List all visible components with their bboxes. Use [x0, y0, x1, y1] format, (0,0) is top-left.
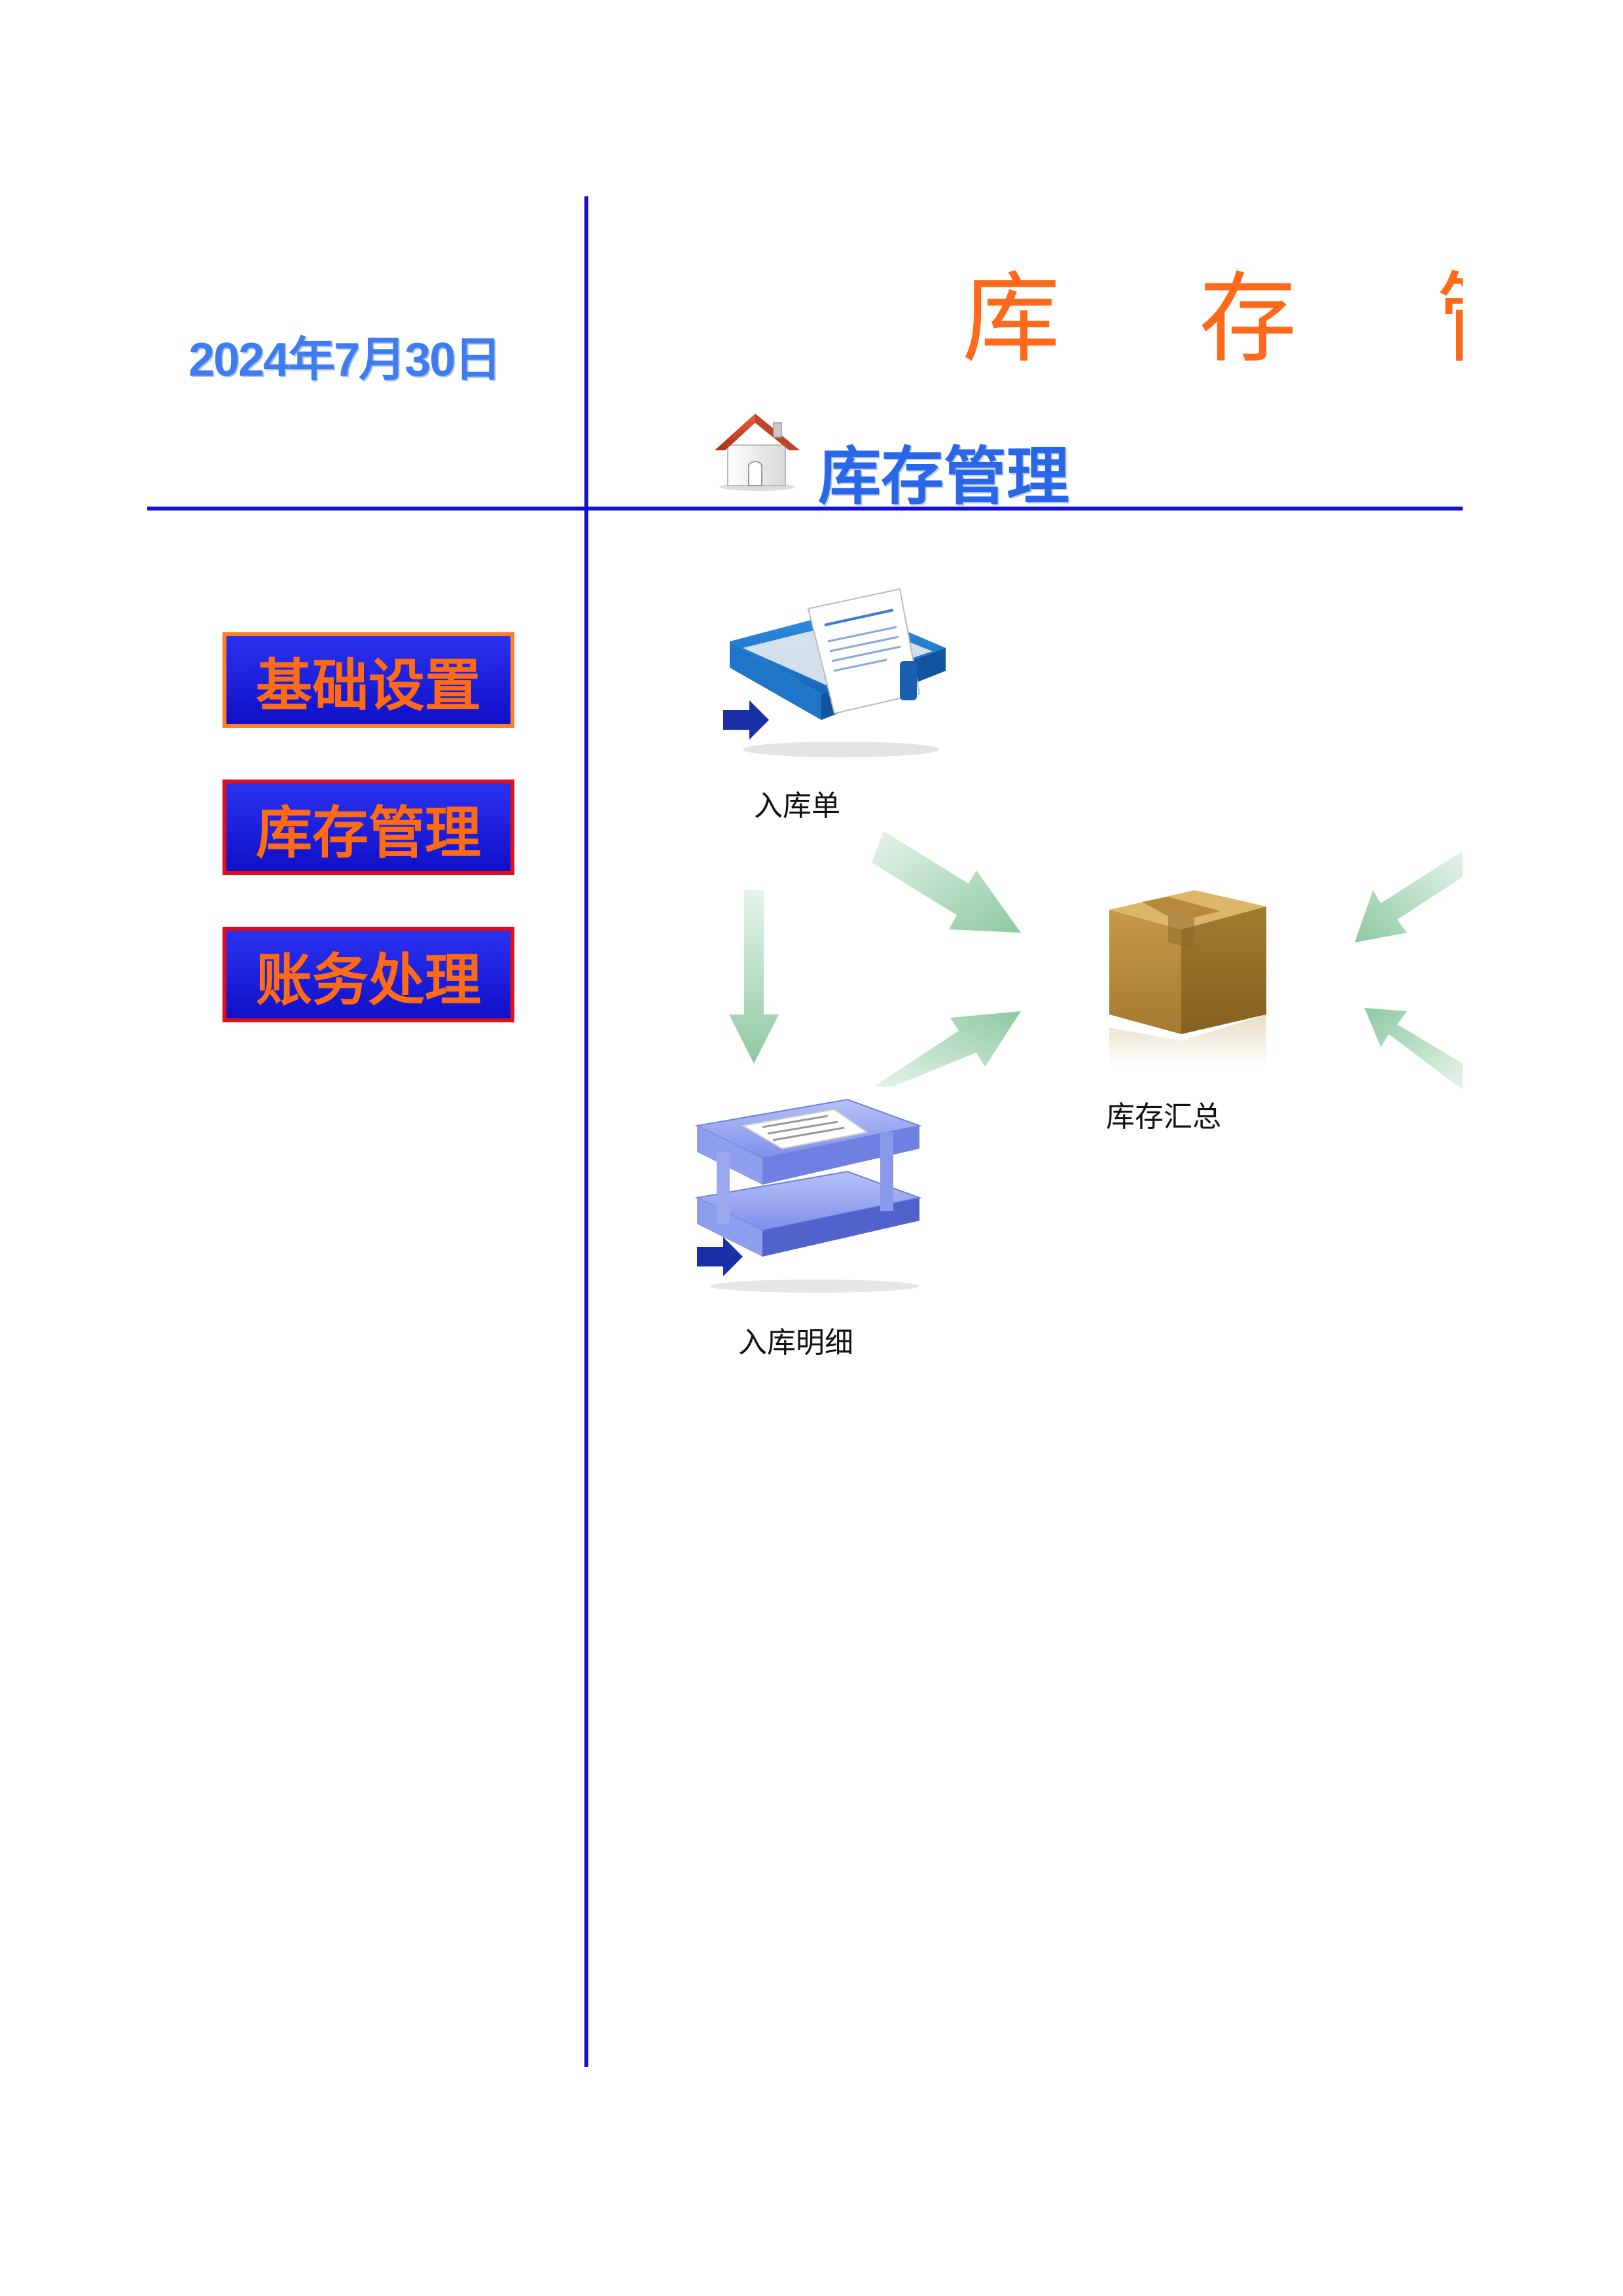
- nav-button-basic-settings[interactable]: 基础设置: [223, 632, 514, 728]
- inbound-detail-label: 入库明细: [738, 1326, 853, 1359]
- tray-icon: [694, 1098, 922, 1293]
- inbound-order-label: 入库单: [754, 789, 840, 823]
- arrow-right-in-top: [1355, 851, 1463, 942]
- arrow-right-in-bottom: [1364, 1008, 1463, 1090]
- arrow-tray-to-box: [874, 1011, 1021, 1086]
- nav-button-inventory[interactable]: 库存管理: [223, 780, 514, 875]
- home-icon[interactable]: [708, 407, 806, 492]
- inventory-summary-label: 库存汇总: [1106, 1100, 1221, 1134]
- arrow-binder-to-box: [872, 831, 1021, 933]
- inventory-summary-item[interactable]: [1103, 877, 1273, 1073]
- box-icon: [1109, 890, 1266, 1067]
- binder-icon: [723, 588, 946, 757]
- inbound-detail-item[interactable]: [684, 1086, 933, 1296]
- page-title: 库 存 管 理: [962, 262, 1463, 376]
- arrow-binder-to-tray: [729, 890, 779, 1064]
- horizontal-divider: [147, 507, 1463, 511]
- page-title-container: 库 存 管 理: [962, 254, 1463, 385]
- nav-button-accounting[interactable]: 账务处理: [223, 927, 514, 1022]
- inbound-order-item[interactable]: [710, 563, 952, 759]
- header-date: 2024年7月30日: [188, 334, 501, 386]
- vertical-divider: [584, 196, 588, 2067]
- section-title: 库存管理: [818, 440, 1069, 513]
